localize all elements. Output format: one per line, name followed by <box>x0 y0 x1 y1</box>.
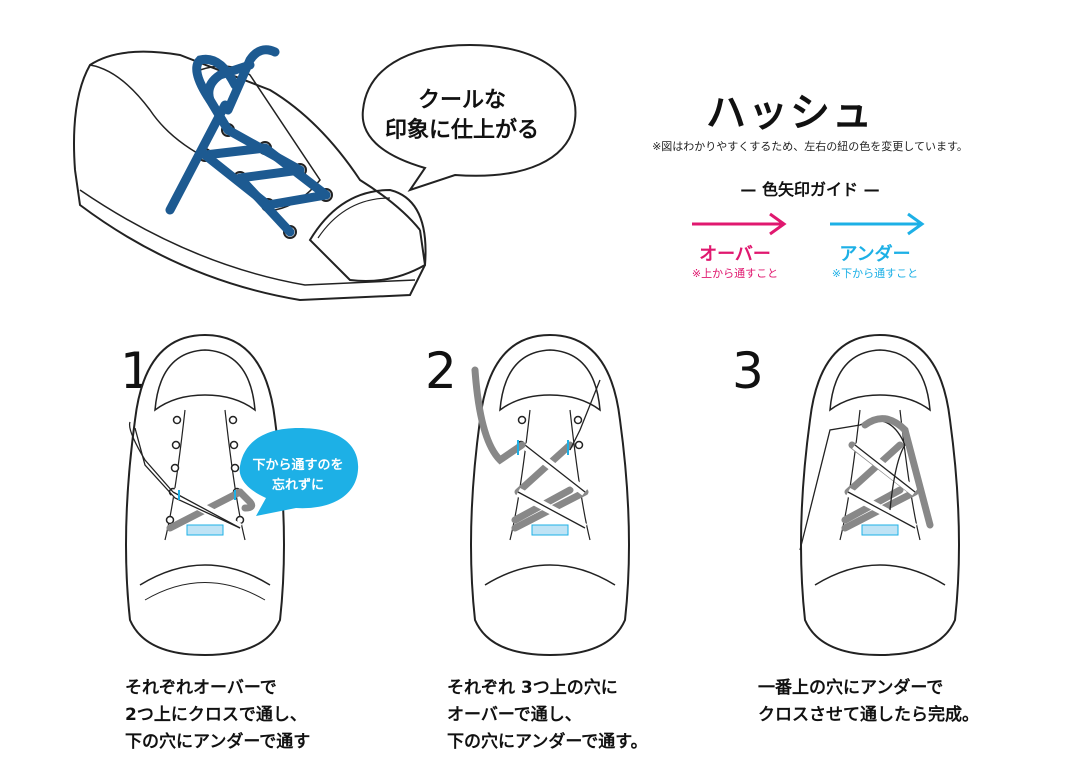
step-2-shoe-illustration <box>460 330 640 660</box>
step-3-caption-line-2: クロスさせて通したら完成。 <box>758 705 979 725</box>
step-3-caption: 一番上の穴にアンダーで クロスさせて通したら完成。 <box>758 675 979 729</box>
step-3-shoe-illustration <box>790 330 970 660</box>
step-2-caption: それぞれ 3つ上の穴に オーバーで通し、 下の穴にアンダーで通す。 <box>447 675 648 756</box>
speech-bubble <box>355 40 585 200</box>
hint-bubble <box>236 426 362 518</box>
step-3-number: 3 <box>732 342 764 400</box>
step-1-caption: それぞれオーバーで 2つ上にクロスで通し、 下の穴にアンダーで通す <box>125 675 310 756</box>
hint-line-2: 忘れずに <box>271 478 324 493</box>
over-label: オーバー <box>699 244 771 265</box>
step-1-caption-line-1: それぞれオーバーで <box>125 678 277 698</box>
step-2-caption-line-2: オーバーで通し、 <box>447 705 582 725</box>
step-2-caption-line-1: それぞれ 3つ上の穴に <box>447 678 618 698</box>
page-title: ハッシュ <box>706 90 874 136</box>
bubble-line-2: 印象に仕上がる <box>384 118 539 143</box>
step-2-number: 2 <box>425 342 457 400</box>
over-arrow-icon <box>690 212 790 236</box>
step-1-caption-line-2: 2つ上にクロスで通し、 <box>125 705 307 725</box>
under-sublabel: ※下から通すこと <box>831 267 919 280</box>
step-2-caption-line-3: 下の穴にアンダーで通す。 <box>447 732 648 752</box>
bubble-text: クールな 印象に仕上がる <box>368 86 556 146</box>
arrow-guide-title: — 色矢印ガイド — <box>740 180 880 199</box>
color-note: ※図はわかりやすくするため、左右の紐の色を変更しています。 <box>652 140 968 153</box>
hero-shoe-illustration <box>60 30 450 320</box>
over-sublabel: ※上から通すこと <box>691 267 779 280</box>
hint-line-1: 下から通すのを <box>252 458 344 473</box>
step-3-caption-line-1: 一番上の穴にアンダーで <box>758 678 944 698</box>
step-1-shoe-illustration <box>115 330 295 660</box>
step-1-caption-line-3: 下の穴にアンダーで通す <box>125 732 311 752</box>
under-label: アンダー <box>839 244 911 265</box>
bubble-line-1: クールな <box>417 88 506 113</box>
under-arrow-icon <box>828 212 928 236</box>
hint-text: 下から通すのを 忘れずに <box>238 456 358 496</box>
